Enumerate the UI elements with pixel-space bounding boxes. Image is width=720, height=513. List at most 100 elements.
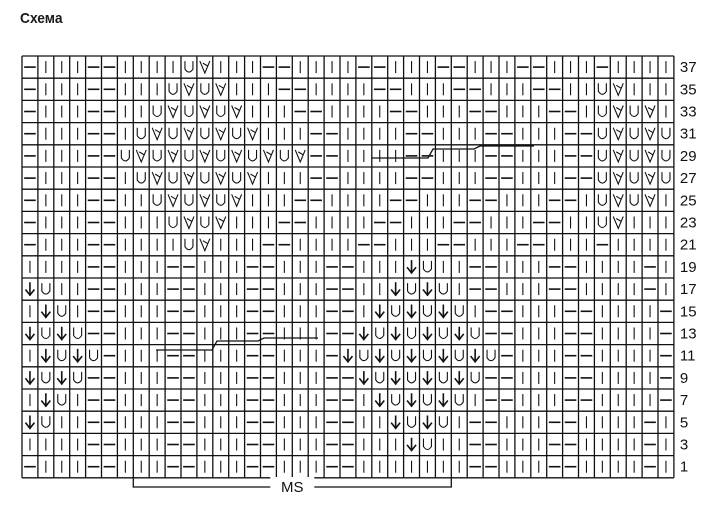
row-label: 15 (680, 303, 697, 320)
yarn-over-symbol (168, 172, 178, 184)
yarn-over-symbol (407, 327, 417, 340)
yarn-over-symbol (597, 105, 607, 118)
arrow-symbol (24, 371, 36, 386)
yarn-over-symbol (57, 305, 67, 317)
yarn-over-symbol (200, 216, 210, 229)
row-label: 25 (680, 192, 697, 209)
yarn-over-symbol (597, 149, 607, 162)
decrease-symbol (215, 127, 227, 142)
row-label: 7 (680, 392, 688, 409)
decrease-symbol (231, 149, 243, 164)
decrease-symbol (612, 216, 624, 230)
arrow-symbol (422, 282, 433, 297)
arrow-symbol (422, 326, 433, 341)
decrease-symbol (612, 194, 624, 208)
yarn-over-symbol (597, 127, 607, 140)
yarn-over-symbol (454, 305, 464, 317)
arrow-symbol (390, 326, 401, 341)
arrow-symbol (72, 348, 83, 363)
yarn-over-symbol (597, 194, 607, 206)
decrease-symbol (644, 171, 656, 186)
arrow-symbol (40, 393, 51, 408)
repeat-label: MS (281, 479, 304, 496)
arrow-symbol (454, 371, 465, 386)
decrease-symbol (644, 194, 656, 208)
decrease-symbol (231, 105, 243, 119)
row-label: 1 (680, 459, 688, 476)
arrow-symbol (438, 304, 449, 319)
decrease-symbol (183, 216, 195, 230)
row-label: 11 (680, 348, 696, 365)
row-label: 5 (680, 414, 688, 431)
yarn-over-symbol (279, 149, 289, 162)
yarn-over-symbol (629, 194, 639, 206)
decrease-symbol (183, 127, 195, 142)
yarn-over-symbol (73, 327, 83, 340)
yarn-over-symbol (661, 127, 671, 140)
decrease-symbol (167, 105, 179, 119)
decrease-symbol (215, 83, 227, 97)
yarn-over-symbol (438, 416, 448, 428)
yarn-over-symbol (41, 371, 51, 384)
arrow-symbol (390, 282, 401, 297)
arrow-symbol (422, 371, 433, 386)
arrow-symbol (40, 304, 51, 319)
yarn-over-symbol (629, 149, 639, 162)
yarn-over-symbol (200, 127, 210, 140)
yarn-over-symbol (200, 83, 210, 95)
decrease-symbol (135, 149, 147, 164)
arrow-symbol (24, 415, 36, 430)
yarn-over-symbol (359, 349, 369, 362)
yarn-over-symbol (41, 416, 51, 428)
arrow-symbol (390, 415, 401, 430)
yarn-over-symbol (470, 371, 480, 384)
yarn-over-symbol (216, 194, 226, 206)
decrease-symbol (199, 60, 211, 75)
yarn-over-symbol (41, 283, 51, 295)
decrease-symbol (199, 149, 211, 164)
yarn-over-symbol (629, 172, 639, 184)
arrow-symbol (374, 304, 385, 319)
decrease-symbol (612, 105, 624, 119)
decrease-symbol (612, 149, 624, 164)
decrease-symbol (612, 171, 624, 186)
yarn-over-symbol (168, 216, 178, 229)
decrease-symbol (612, 127, 624, 142)
arrow-symbol (374, 393, 385, 408)
row-label: 9 (680, 370, 688, 387)
chart-symbols (24, 60, 672, 473)
yarn-over-symbol (184, 105, 194, 118)
arrow-symbol (470, 348, 481, 363)
yarn-over-symbol (184, 61, 194, 73)
arrow-symbol (454, 326, 465, 341)
decrease-symbol (183, 171, 195, 186)
decrease-symbol (262, 149, 274, 164)
arrow-symbol (342, 348, 354, 363)
yarn-over-symbol (184, 238, 194, 251)
yarn-over-symbol (73, 371, 83, 384)
yarn-over-symbol (216, 149, 226, 162)
row-label: 3 (680, 437, 688, 454)
arrow-symbol (24, 326, 36, 341)
yarn-over-symbol (57, 349, 67, 362)
decrease-symbol (231, 194, 243, 208)
row-label: 29 (680, 148, 697, 165)
yarn-over-symbol (629, 127, 639, 140)
arrow-symbol (438, 348, 449, 363)
yarn-over-symbol (422, 260, 432, 273)
decrease-symbol (247, 171, 259, 186)
decrease-symbol (167, 149, 179, 164)
decrease-symbol (247, 127, 259, 142)
row-label: 35 (680, 81, 697, 98)
yarn-over-symbol (152, 149, 162, 162)
yarn-over-symbol (422, 349, 432, 362)
decrease-symbol (151, 171, 163, 186)
arrow-symbol (406, 437, 417, 452)
yarn-over-symbol (597, 216, 607, 229)
yarn-over-symbol (136, 172, 146, 184)
yarn-over-symbol (454, 394, 464, 406)
yarn-over-symbol (248, 149, 258, 162)
decrease-symbol (199, 194, 211, 208)
decrease-symbol (644, 105, 656, 119)
